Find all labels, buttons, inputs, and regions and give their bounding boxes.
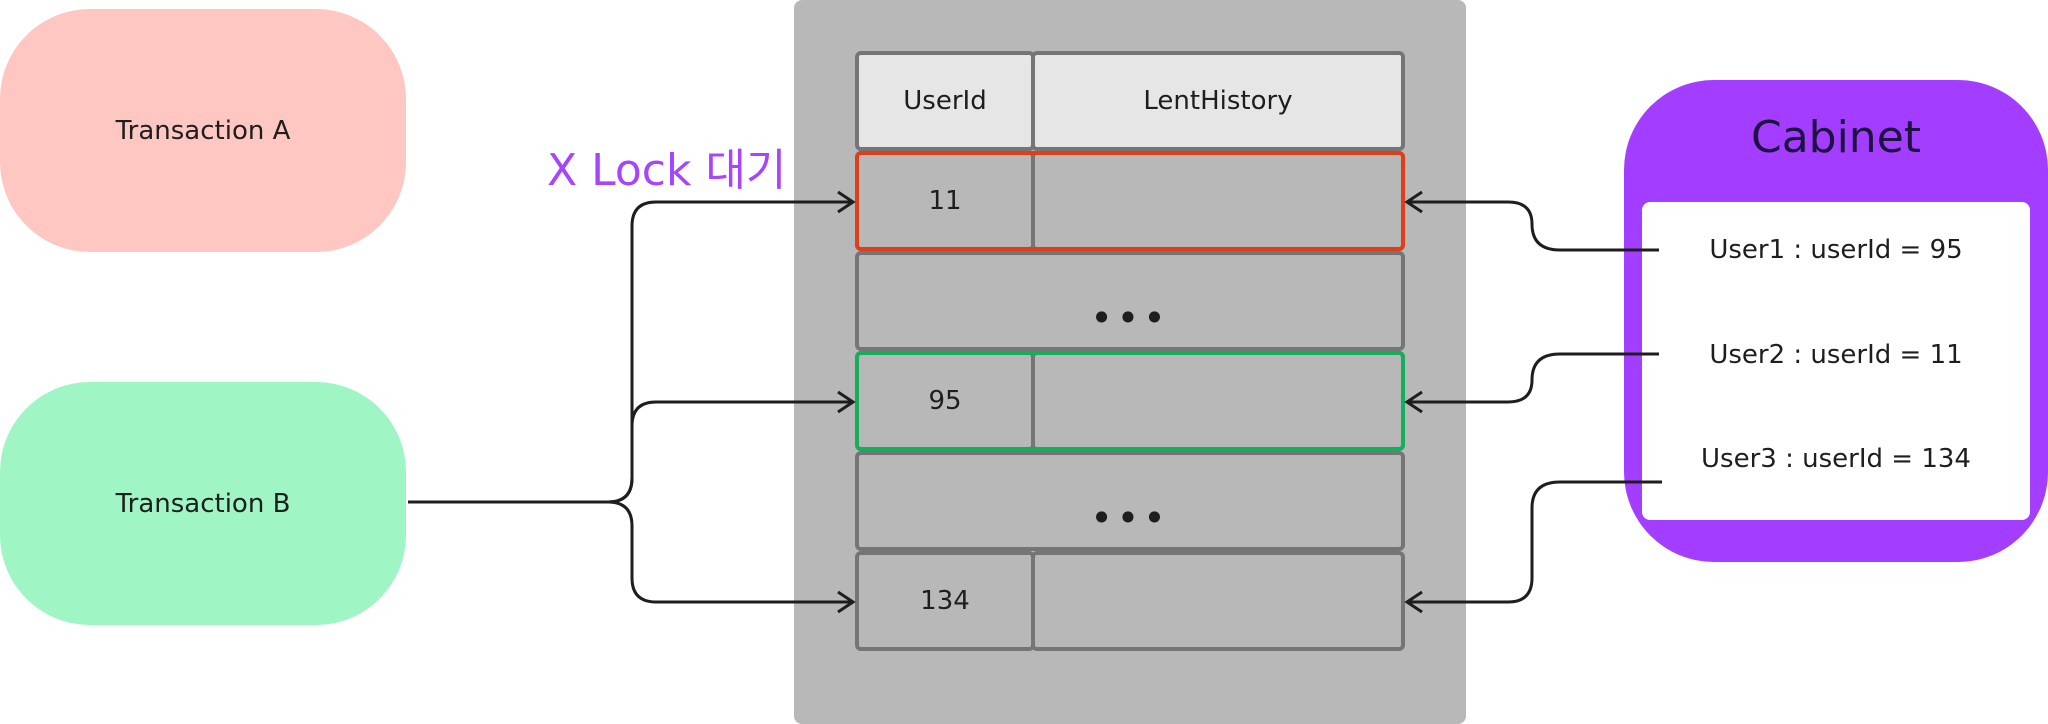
transaction-b-node: Transaction B	[0, 382, 406, 625]
cabinet-title: Cabinet	[1750, 112, 1922, 163]
column-header-lenthistory-text: LentHistory	[1143, 86, 1293, 116]
cabinet-user-card	[1642, 202, 2030, 520]
transaction-b-label: Transaction B	[115, 488, 291, 519]
transaction-a-label: Transaction A	[115, 115, 291, 146]
row-95-lock-highlight	[855, 351, 1405, 451]
cabinet-user-2: User2 : userId = 11	[1709, 340, 1963, 370]
transaction-a-node: Transaction A	[0, 9, 406, 252]
row-ellipsis-1: •••	[855, 251, 1405, 351]
user2-to-row-95-arrow	[1404, 352, 1659, 414]
ellipsis-1-text: •••	[1090, 296, 1170, 340]
transaction-b-to-row-11-arrow	[607, 190, 856, 504]
column-header-userid-text: UserId	[903, 86, 987, 116]
transaction-b-to-row-134-arrow	[607, 500, 856, 614]
x-lock-wait-label: X Lock 대기	[547, 145, 787, 196]
row-11-lock-highlight	[855, 151, 1405, 251]
transaction-b-to-row-95-arrow	[607, 390, 856, 504]
row-ellipsis-2: •••	[855, 451, 1405, 551]
user1-to-row-11-arrow	[1404, 190, 1659, 252]
row-134-lenthistory-cell	[1031, 551, 1405, 651]
column-header-lenthistory: LentHistory	[1031, 51, 1405, 151]
row-95-userid-value: 95	[928, 386, 962, 416]
user3-to-row-134-arrow	[1404, 480, 1662, 614]
ellipsis-2-text: •••	[1090, 496, 1170, 540]
cabinet-user-3: User3 : userId = 134	[1701, 444, 1971, 474]
row-11-userid-value: 11	[928, 186, 962, 216]
row-134-userid-value: 134	[920, 586, 970, 616]
cabinet-user-1: User1 : userId = 95	[1709, 235, 1963, 265]
